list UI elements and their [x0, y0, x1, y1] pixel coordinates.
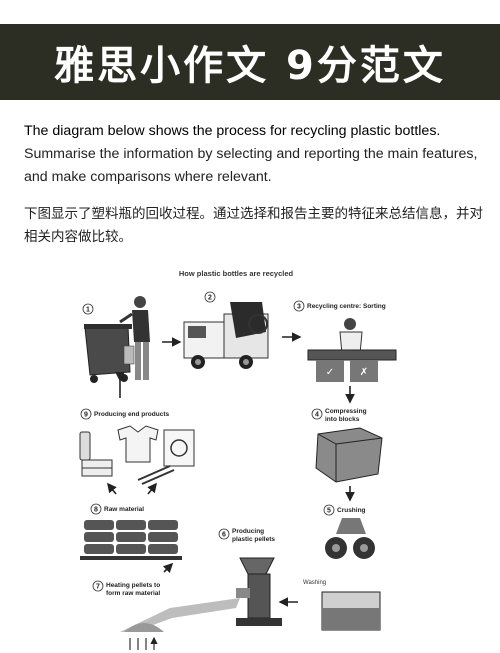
step-6-label-2: plastic pellets — [232, 536, 275, 543]
prompt-line-2: Summarise the information by selecting a… — [24, 146, 478, 185]
step-2-number: 2 — [208, 295, 212, 302]
step-3-sorting: 3 Recycling centre: Sorting ✓ ✗ — [293, 300, 397, 382]
step-7-heating-pellets: 7 Heating pellets to form raw material — [92, 580, 240, 650]
arrow-7-8 — [162, 562, 174, 574]
step-9-end-products: 9 Producing end products — [79, 408, 195, 485]
step-8-label: Raw material — [104, 506, 144, 513]
step-4-compressing: 4 Compressing into blocks — [311, 408, 383, 483]
step-9-label: Producing end products — [94, 411, 169, 418]
arrow-8-9b — [147, 482, 157, 495]
step-6-number: 6 — [222, 532, 226, 539]
step-3-label: Recycling centre: Sorting — [307, 303, 386, 310]
step-4-label-2: into blocks — [325, 416, 360, 423]
reject-cross-icon: ✗ — [360, 367, 368, 378]
step-1-number: 1 — [86, 307, 90, 314]
accept-check-icon: ✓ — [326, 367, 334, 378]
step-1-bin: 1 — [82, 296, 150, 383]
arrow-8-9a — [107, 482, 117, 495]
step-7-label: Heating pellets to — [106, 582, 160, 589]
washing-label: Washing — [303, 580, 326, 586]
step-2-truck: 2 — [183, 291, 269, 369]
diagram-title: How plastic bottles are recycled — [179, 269, 294, 278]
step-5-number: 5 — [327, 508, 331, 515]
prompt-line-1: The diagram below shows the process for … — [24, 123, 441, 139]
step-4-number: 4 — [315, 412, 319, 419]
step-5-label: Crushing — [337, 507, 366, 514]
step-3-number: 3 — [297, 304, 301, 311]
title-banner: 雅思小作文 9分范文 — [0, 24, 500, 100]
banner-title: 雅思小作文 9分范文 — [54, 43, 446, 89]
step-7-label-2: form raw material — [106, 590, 160, 597]
step-8-number: 8 — [94, 507, 98, 514]
step-6-producing-pellets: 6 Producing plastic pellets — [218, 528, 282, 626]
step-5-crushing: 5 Crushing Washing — [303, 504, 381, 631]
step-8-raw-material: 8 Raw material — [80, 503, 182, 560]
recycling-diagram: How plastic bottles are recycled 1 2 3 — [60, 262, 440, 653]
step-7-number: 7 — [96, 584, 100, 591]
task-prompt-chinese: 下图显示了塑料瓶的回收过程。通过选择和报告主要的特征来总结信息，并对相关内容做比… — [24, 206, 483, 245]
task-prompt: The diagram below shows the process for … — [24, 120, 484, 189]
step-9-number: 9 — [84, 412, 88, 419]
step-4-label: Compressing — [325, 408, 367, 415]
step-6-label: Producing — [232, 528, 264, 535]
